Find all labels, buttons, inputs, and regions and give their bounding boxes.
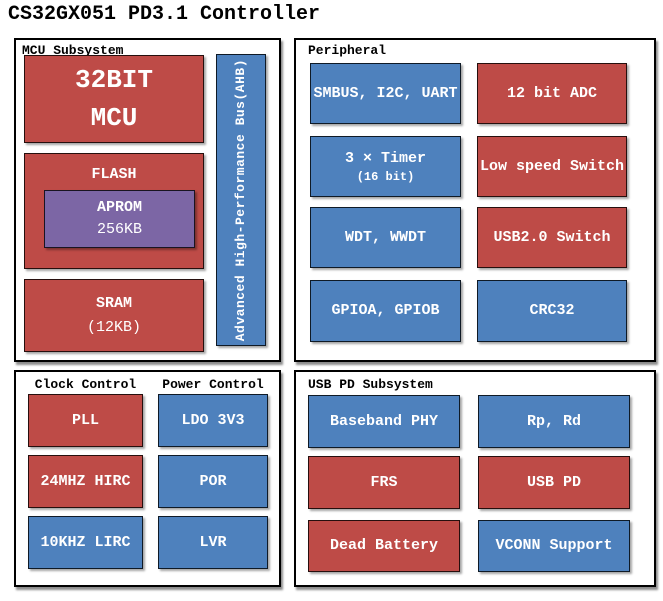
block-gpioa-gpiob-label: GPIOA, GPIOB bbox=[331, 302, 440, 320]
block-32bit-mcu-line1: 32BIT bbox=[74, 65, 153, 95]
mcu-subsystem-label: MCU Subsystem bbox=[22, 43, 124, 58]
block-pll: PLL bbox=[28, 394, 143, 447]
block-dead-battery-label: Dead Battery bbox=[329, 537, 439, 555]
block-dead-battery: Dead Battery bbox=[308, 520, 460, 572]
block-wdt-wwdt-label: WDT, WWDT bbox=[344, 228, 426, 246]
clock-control-label: Clock Control bbox=[34, 377, 137, 392]
block-10khz-lirc: 10KHZ LIRC bbox=[28, 516, 143, 569]
block-12bit-adc: 12 bit ADC bbox=[477, 63, 627, 124]
block-usb2-switch-label: USB2.0 Switch bbox=[493, 228, 611, 246]
clock-power-panel: Clock Control Power Control PLL LDO 3V3 … bbox=[14, 370, 281, 587]
block-24mhz-hirc: 24MHZ HIRC bbox=[28, 455, 143, 508]
block-crc32-label: CRC32 bbox=[529, 302, 575, 320]
block-aprom-line1: APROM bbox=[96, 199, 142, 216]
block-smbus-i2c-uart-label: SMBUS, I2C, UART bbox=[313, 84, 458, 102]
block-baseband-phy: Baseband PHY bbox=[308, 395, 460, 448]
block-sram: SRAM (12KB) bbox=[24, 279, 204, 352]
block-flash: FLASH APROM 256KB bbox=[24, 153, 204, 269]
block-10khz-lirc-label: 10KHZ LIRC bbox=[40, 533, 131, 551]
block-wdt-wwdt: WDT, WWDT bbox=[310, 207, 461, 268]
ahb-bus-label: Advanced High-Performance Bus(AHB) bbox=[232, 58, 248, 342]
block-12bit-adc-label: 12 bit ADC bbox=[506, 84, 597, 102]
block-aprom: APROM 256KB bbox=[44, 190, 195, 248]
block-sram-size: (12KB) bbox=[86, 318, 141, 336]
block-vconn-support-label: VCONN Support bbox=[495, 537, 613, 555]
block-usb-pd-label: USB PD bbox=[526, 473, 581, 491]
block-32bit-mcu-line2: MCU bbox=[90, 103, 138, 133]
block-sram-line1: SRAM bbox=[95, 294, 132, 312]
block-baseband-phy-label: Baseband PHY bbox=[329, 412, 439, 430]
block-usb2-switch: USB2.0 Switch bbox=[477, 207, 627, 268]
block-pll-label: PLL bbox=[71, 411, 99, 429]
block-rp-rd: Rp, Rd bbox=[478, 395, 630, 448]
block-crc32: CRC32 bbox=[477, 280, 627, 342]
block-aprom-size: 256KB bbox=[96, 221, 142, 238]
block-gpioa-gpiob: GPIOA, GPIOB bbox=[310, 280, 461, 342]
block-24mhz-hirc-label: 24MHZ HIRC bbox=[40, 472, 131, 490]
block-lvr-label: LVR bbox=[199, 533, 227, 551]
block-frs: FRS bbox=[308, 456, 460, 509]
mcu-subsystem-panel: MCU Subsystem 32BIT MCU FLASH APROM 256K… bbox=[14, 38, 281, 362]
block-32bit-mcu: 32BIT MCU bbox=[24, 55, 204, 143]
usb-pd-subsystem-panel: USB PD Subsystem Baseband PHY Rp, Rd FRS… bbox=[294, 370, 656, 587]
peripheral-panel: Peripheral SMBUS, I2C, UART 12 bit ADC 3… bbox=[294, 38, 656, 362]
block-timer-label: 3 × Timer bbox=[344, 150, 426, 168]
block-timer-sublabel: (16 bit) bbox=[356, 169, 415, 184]
ahb-bus-bar: Advanced High-Performance Bus(AHB) bbox=[216, 54, 266, 346]
block-rp-rd-label: Rp, Rd bbox=[526, 412, 581, 430]
block-lvr: LVR bbox=[158, 516, 268, 569]
block-low-speed-switch-label: Low speed Switch bbox=[479, 157, 625, 175]
block-por-label: POR bbox=[199, 472, 227, 490]
block-low-speed-switch: Low speed Switch bbox=[477, 136, 627, 197]
block-usb-pd: USB PD bbox=[478, 456, 630, 509]
block-timer: 3 × Timer (16 bit) bbox=[310, 136, 461, 197]
block-ldo-3v3: LDO 3V3 bbox=[158, 394, 268, 447]
peripheral-label: Peripheral bbox=[308, 43, 387, 58]
usb-pd-subsystem-label: USB PD Subsystem bbox=[308, 377, 433, 392]
block-vconn-support: VCONN Support bbox=[478, 520, 630, 572]
block-smbus-i2c-uart: SMBUS, I2C, UART bbox=[310, 63, 461, 124]
block-frs-label: FRS bbox=[370, 473, 398, 491]
block-por: POR bbox=[158, 455, 268, 508]
block-flash-label: FLASH bbox=[91, 166, 137, 183]
power-control-label: Power Control bbox=[162, 377, 264, 392]
page-title: CS32GX051 PD3.1 Controller bbox=[8, 3, 321, 26]
block-ldo-3v3-label: LDO 3V3 bbox=[181, 411, 245, 429]
